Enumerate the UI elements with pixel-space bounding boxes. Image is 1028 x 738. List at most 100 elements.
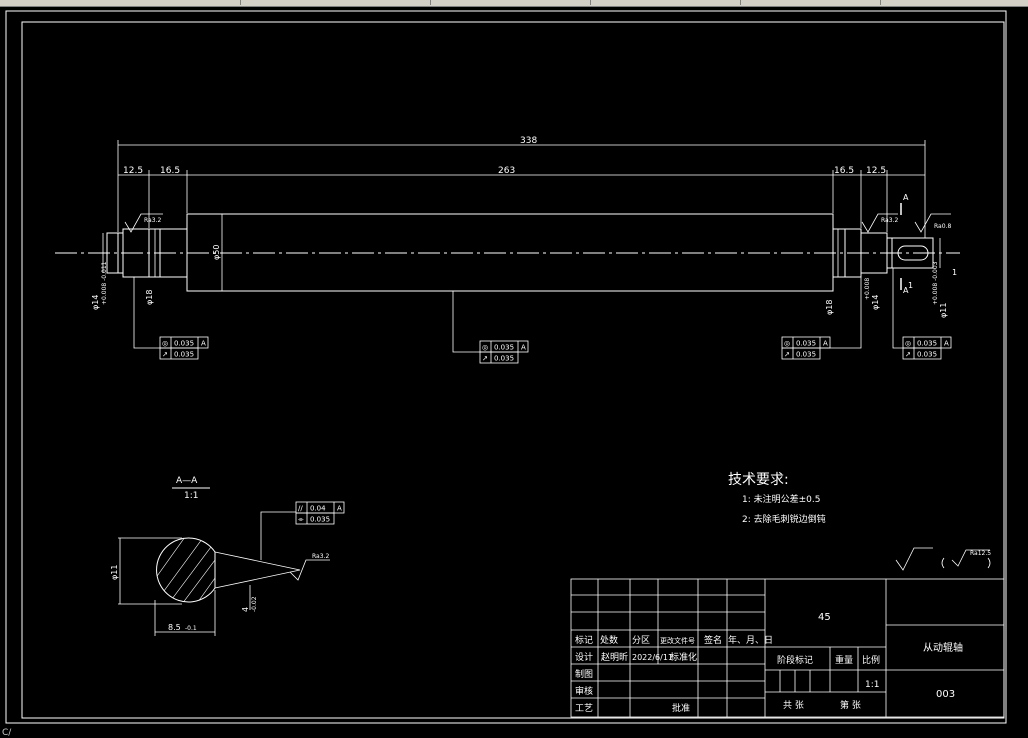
section-width-text: 8.5 (168, 623, 181, 632)
approve-label: 批准 (672, 702, 690, 714)
gdt-frame-box (295, 512, 335, 525)
inner-frame (21, 21, 1005, 719)
section-leader (214, 551, 301, 589)
small-dim-text-b: 1 (908, 281, 913, 290)
gdt-symbol: ◎ (784, 340, 790, 348)
gdt-tolerance-value: 0.035 (917, 351, 937, 359)
toolbar-divider (880, 0, 881, 5)
general-roughness (895, 547, 991, 571)
material-text: 45 (818, 612, 831, 623)
gdt-frame-row: ⌯ 0.035 (295, 512, 335, 525)
roughness-texts: Ra3.2 Ra3.2 Ra0.8 (144, 217, 951, 230)
left-end-tol-text: +0.008 -0.011 (101, 261, 108, 305)
right-end-dia-text: φ11 (939, 303, 948, 318)
dim-right-end-text: 12.5 (866, 166, 886, 176)
gdt-tolerance-value: 0.04 (310, 505, 326, 513)
tech-item: 2: 去除毛刺锐边倒钝 (742, 513, 826, 525)
section-dia-text: φ11 (110, 565, 119, 580)
gdt-symbol: // (298, 505, 303, 513)
roughness-symbol-left (124, 213, 163, 233)
standardize-label: 标准化 (670, 651, 697, 663)
dim-center-text: 263 (498, 166, 515, 176)
section-marker-bottom: A (903, 286, 909, 295)
gdt-datum-ref: A (337, 505, 342, 513)
stage-label: 阶段标记 (777, 654, 813, 666)
section-roughness-symbol (289, 559, 330, 581)
gdt-frame-row: ↗ 0.035 (159, 347, 199, 360)
section-scale: 1:1 (184, 491, 198, 501)
title-block-texts: 45 从动辊轴 003 1:1 标记 处数 分区 更改文件号 签名 年、月、日 … (575, 612, 963, 714)
gdt-datum-ref: A (944, 340, 949, 348)
header-cell: 处数 (600, 634, 618, 646)
section-label: A—A (176, 476, 198, 486)
gdt-datum-ref: A (521, 344, 526, 352)
dim-left-step-text: 16.5 (160, 166, 180, 176)
roughness-symbol-small (951, 549, 990, 567)
roughness-left-text: Ra3.2 (144, 217, 161, 224)
scale-label: 比例 (862, 654, 880, 666)
right-end-section (886, 237, 934, 269)
gdt-tolerance-value: 0.035 (796, 340, 816, 348)
gdt-symbol: ◎ (162, 340, 168, 348)
gdt-symbol: ↗ (784, 351, 790, 359)
hatch-line (156, 538, 206, 602)
section-width-tol: -0.1 (185, 625, 197, 632)
section-depth-tol: -0.02 (251, 596, 258, 612)
gdt-symbol: ◎ (482, 344, 488, 352)
gdt-tolerance-value: 0.035 (174, 351, 194, 359)
dimension-texts: 338 12.5 16.5 263 16.5 12.5 (123, 136, 886, 176)
cad-drawing-canvas[interactable]: 338 12.5 16.5 263 16.5 12.5 φ50 φ14 +0.0… (0, 7, 1028, 733)
header-cell: 更改文件号 (660, 636, 695, 645)
gdt-frame-row: ◎ 0.035 A (479, 340, 529, 353)
gdt-frame-box (159, 347, 199, 360)
gdt-tolerance-value: 0.035 (494, 344, 514, 352)
small-dim-text: 1 (952, 268, 957, 277)
gdt-frame-row: ◎ 0.035 A (781, 336, 831, 349)
gdt-frame-box (479, 351, 519, 364)
sheet-no-label: 第 张 (840, 699, 861, 711)
tech-title: 技术要求: (728, 472, 789, 488)
hatch-line (184, 549, 215, 602)
roughness-end-text: Ra0.8 (934, 223, 951, 230)
section-gdt-leader (260, 511, 296, 560)
gdt-datum-ref: A (823, 340, 828, 348)
scale-value-text: 1:1 (865, 680, 879, 690)
section-roughness-text: Ra3.2 (312, 553, 329, 560)
design-date: 2022/6/11 (632, 653, 673, 662)
right-journal-dia-text: φ18 (825, 300, 834, 315)
roughness-symbol-right (861, 213, 898, 233)
weight-label: 重量 (835, 654, 853, 666)
keyway (897, 245, 929, 261)
dim-left-end-text: 12.5 (123, 166, 143, 176)
check-label: 审核 (575, 685, 593, 697)
gdt-leader-left (133, 277, 160, 349)
section-view: A—A 1:1 φ11 8 (110, 476, 330, 636)
body-dia-text: φ50 (212, 245, 221, 260)
gdt-tolerance-value: 0.035 (310, 516, 330, 524)
right-mid-tol-text: +0.008 (864, 278, 871, 300)
gdt-frame-row: ↗0.035 (902, 347, 942, 360)
gdt-symbol: ↗ (162, 351, 168, 359)
part-name-text: 从动辊轴 (923, 641, 963, 654)
gdt-frame-row: ↗0.035 (781, 347, 821, 360)
hatch-line (169, 539, 215, 602)
tech-item: 1: 未注明公差±0.5 (742, 493, 820, 505)
gdt-frame-row: ↗0.035 (479, 351, 519, 364)
title-block (570, 578, 1005, 718)
header-cell: 分区 (632, 635, 650, 646)
right-end-tol-text: +0.008 -0.003 (932, 261, 939, 305)
roughness-right-text: Ra3.2 (881, 217, 898, 224)
gdt-leader-end (892, 268, 903, 349)
gdt-symbol: ◎ (905, 340, 911, 348)
designer-name: 赵明昕 (601, 651, 628, 663)
left-end-dia-text: φ14 (91, 295, 100, 310)
right-mid-dia-text: φ14 (871, 295, 880, 310)
roughness-symbol-end (914, 213, 951, 233)
header-cell: 标记 (575, 634, 593, 646)
gdt-symbol: ⌯ (298, 516, 304, 524)
shaft-main-view (55, 213, 960, 292)
dim-right-step-text: 16.5 (834, 166, 854, 176)
gdt-datum-ref: A (201, 340, 206, 348)
section-depth-text: 4 (241, 607, 250, 612)
